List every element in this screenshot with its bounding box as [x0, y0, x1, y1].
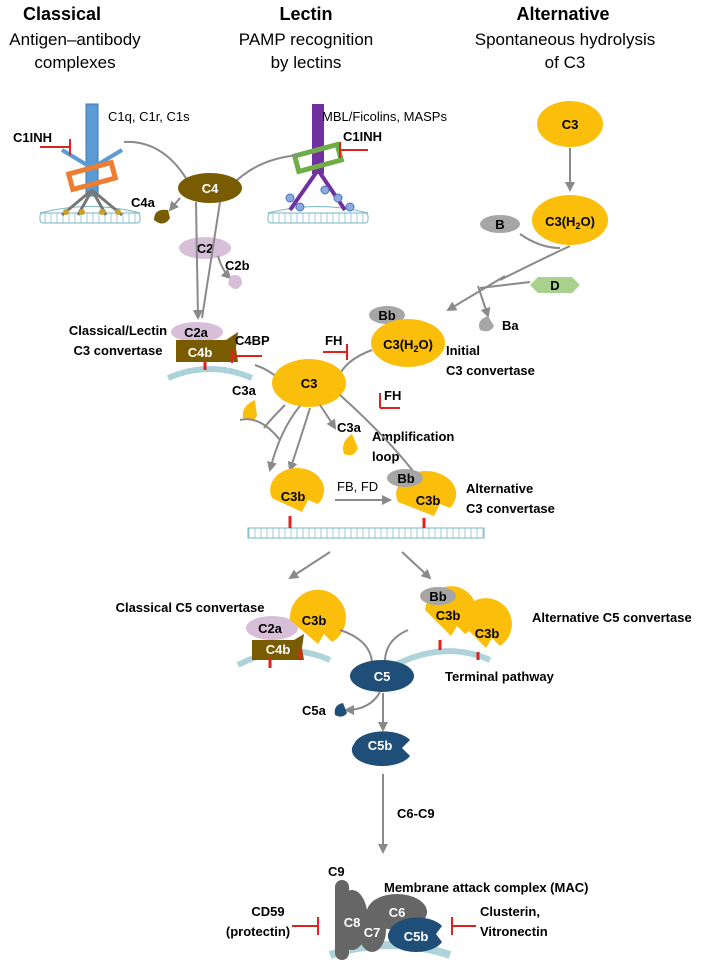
ba-fragment: [479, 316, 494, 332]
classical-title: Classical: [23, 4, 101, 24]
initial-convertase-label-2: C3 convertase: [446, 363, 535, 378]
c4a-label: C4a: [131, 195, 156, 210]
bb-node-initial: [369, 306, 405, 324]
c3b-classical-c5-label: C3b: [302, 613, 327, 628]
fh-label-1: FH: [325, 333, 342, 348]
c3h2o-node-2: [371, 319, 445, 367]
terminal-pathway-label: Terminal pathway: [445, 669, 555, 684]
c4-label: C4: [202, 181, 219, 196]
mbl-complex: [267, 104, 369, 224]
cd59-label-2: (protectin): [226, 924, 290, 939]
c5b-label-2: C5b: [404, 929, 429, 944]
c7-label: C7: [364, 925, 381, 940]
fbfd-label: FB, FD: [337, 479, 378, 494]
classical-c5-convertase-label: Classical C5 convertase: [116, 600, 265, 615]
alternative-subtitle-1: Spontaneous hydrolysis: [475, 30, 656, 49]
amplification-label-2: loop: [372, 449, 399, 464]
c6-label: C6: [389, 905, 406, 920]
c1inh-label-lectin: C1INH: [343, 129, 382, 144]
c2-label: C2: [197, 241, 214, 256]
c3b-alt-c5-label-2: C3b: [475, 626, 500, 641]
mac-complex: [328, 880, 452, 960]
c5b-label-1: C5b: [368, 738, 393, 753]
lectin-subtitle-1: PAMP recognition: [239, 30, 374, 49]
clusterin-label-1: Clusterin,: [480, 904, 540, 919]
fh-label-2: FH: [384, 388, 401, 403]
c2-node: [179, 237, 231, 259]
c2a-label-1: C2a: [184, 325, 209, 340]
cl-convertase-label-2: C3 convertase: [74, 343, 163, 358]
c3h2o-label-1: C3(H2O): [545, 214, 595, 231]
amplification-label-1: Amplification: [372, 429, 454, 444]
c3-central-node: [272, 359, 346, 407]
c2b-label: C2b: [225, 258, 250, 273]
alternative-c5-convertase-label: Alternative C5 convertase: [532, 610, 692, 625]
c5a-label: C5a: [302, 703, 327, 718]
c2a-label-2: C2a: [258, 621, 283, 636]
c4bp-label: C4BP: [235, 333, 270, 348]
c6c9-label: C6-C9: [397, 806, 435, 821]
c3b-left-label: C3b: [281, 489, 306, 504]
c2b-fragment: [228, 275, 242, 289]
c3b-alt-label: C3b: [416, 493, 441, 508]
bb-label-alt: Bb: [397, 471, 414, 486]
c5-label: C5: [374, 669, 391, 684]
c1-complex: [39, 103, 141, 224]
c8-label: C8: [344, 915, 361, 930]
cl-convertase-label-1: Classical/Lectin: [69, 323, 167, 338]
clusterin-label-2: Vitronectin: [480, 924, 548, 939]
ba-label: Ba: [502, 318, 519, 333]
c3b-alt-c5-label-1: C3b: [436, 608, 461, 623]
c4b-label-2: C4b: [266, 642, 291, 657]
cd59-label-1: CD59: [251, 904, 284, 919]
c4b-label-1: C4b: [188, 345, 213, 360]
initial-convertase-label-1: Initial: [446, 343, 480, 358]
mac-label: Membrane attack complex (MAC): [384, 880, 588, 895]
c3h2o-node-1: [532, 195, 608, 245]
alt-convertase-label-2: C3 convertase: [466, 501, 555, 516]
c5b-node: [351, 731, 410, 767]
bb-label-c5: Bb: [429, 589, 446, 604]
alternative-title: Alternative: [516, 4, 609, 24]
c4-node: [178, 173, 242, 203]
factor-b-label: B: [495, 217, 504, 232]
c3a-label-2: C3a: [337, 420, 362, 435]
factor-d-node: [530, 277, 580, 293]
c9-label: C9: [328, 864, 345, 879]
classical-subtitle-2: complexes: [34, 53, 115, 72]
lectin-subtitle-2: by lectins: [271, 53, 342, 72]
cl-c3-convertase: [166, 322, 254, 381]
c3a-fragment-1: [242, 400, 257, 421]
classical-c5-convertase: [236, 589, 346, 668]
c3h2o-label-2: C3(H2O): [383, 337, 433, 354]
alt-convertase-label-1: Alternative: [466, 481, 533, 496]
c3a-label-1: C3a: [232, 383, 257, 398]
lectin-title: Lectin: [279, 4, 332, 24]
c3-alt-node: [537, 101, 603, 147]
c3-alt-label: C3: [562, 117, 579, 132]
factor-d-label: D: [550, 278, 559, 293]
c5-node: [350, 660, 414, 692]
c4a-fragment: [154, 209, 170, 224]
factor-b-node: [480, 215, 520, 233]
c1-complex-label: C1q, C1r, C1s: [108, 109, 190, 124]
membrane-strip: [247, 527, 485, 539]
bb-label-initial: Bb: [378, 308, 395, 323]
c3a-fragment-2: [343, 434, 358, 456]
c3b-left-node: [270, 468, 325, 512]
mbl-label: MBL/Ficolins, MASPs: [322, 109, 447, 124]
classical-subtitle-1: Antigen–antibody: [9, 30, 141, 49]
bb-node-alt: [387, 469, 423, 487]
alternative-subtitle-2: of C3: [545, 53, 586, 72]
c1inh-label-classical: C1INH: [13, 130, 52, 145]
alternative-c5-convertase: [393, 586, 512, 668]
c5a-fragment: [334, 703, 347, 717]
c3-central-label: C3: [301, 376, 318, 391]
